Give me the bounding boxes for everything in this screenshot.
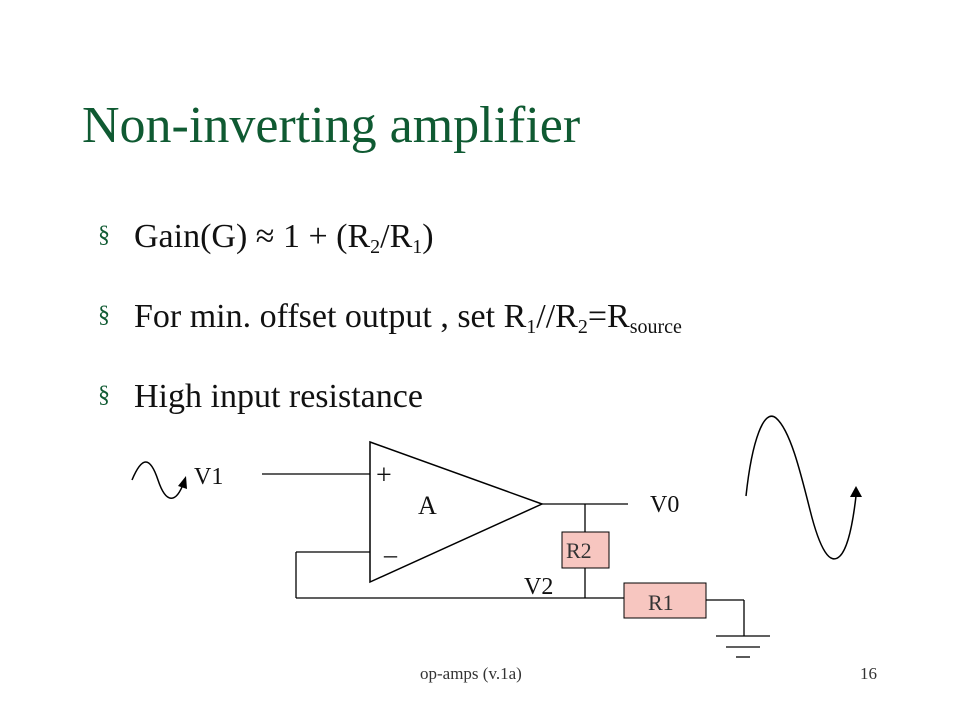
bullet-resistance-text: High input resistance [134,378,423,415]
gain-sub-2: 2 [370,236,381,258]
bullet-marker: § [98,302,110,328]
input-wave-arrowhead [178,476,187,489]
footer-course-label: op-amps (v.1a) [420,664,522,683]
gain-part-1: Gain(G) ≈ 1 + (R [134,218,371,255]
label-amp: A [418,491,437,520]
output-wave-icon [745,415,857,560]
gain-part-2: /R [380,218,413,255]
offset-sub-2: 2 [577,316,588,338]
offset-sub-1: 1 [526,316,537,338]
offset-part-1: For min. offset output , set R [134,298,527,335]
label-v2: V2 [524,574,553,600]
slide-title: Non-inverting amplifier [82,97,581,154]
offset-part-2: //R [536,298,578,335]
resistor-r1 [623,582,707,619]
bullet-marker: § [98,222,110,248]
gain-part-3: ) [422,218,434,255]
op-amp-triangle [369,440,544,584]
gain-sub-1: 1 [412,236,423,258]
label-v0: V0 [650,492,679,518]
offset-sub-source: source [629,316,682,338]
bullet-offset-text: For min. offset output , set R1//R2=Rsou… [134,298,682,338]
label-r1: R1 [648,590,674,615]
label-plus: + [376,460,392,491]
bullet-gain-text: Gain(G) ≈ 1 + (R2/R1) [134,218,434,258]
input-wave-icon [131,461,185,499]
label-minus: _ [383,531,398,560]
resistor-r2 [561,531,610,569]
label-v1: V1 [194,464,223,490]
label-r2: R2 [566,538,592,563]
output-wave-arrowhead [850,486,862,497]
offset-part-3: =R [587,298,630,335]
footer-page-number: 16 [860,664,877,683]
bullet-marker: § [98,382,110,408]
